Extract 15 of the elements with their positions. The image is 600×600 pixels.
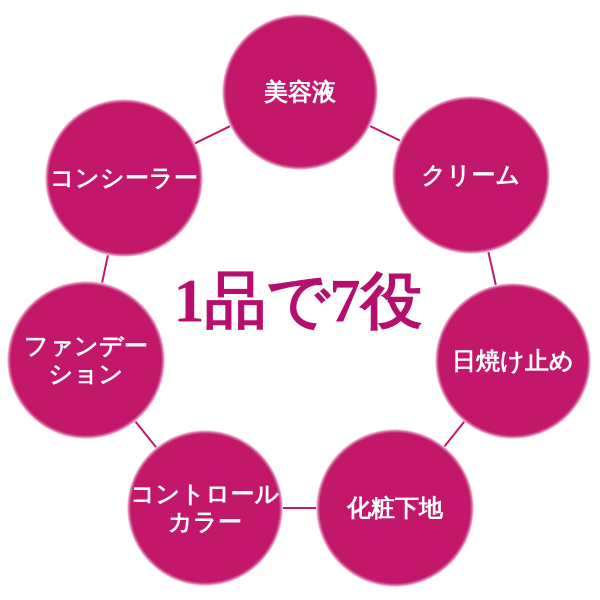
heading: 1品で7役 — [174, 269, 422, 335]
node-label: ファンデーション — [23, 332, 149, 388]
connector-line — [101, 255, 109, 283]
connector-line — [444, 421, 465, 448]
connector-line — [370, 125, 400, 142]
node-label: 化粧下地 — [347, 494, 443, 522]
node-label: コントロールカラー — [130, 480, 280, 536]
connector-line — [487, 252, 497, 286]
connector-line — [194, 125, 230, 144]
node-label: クリーム — [422, 160, 520, 190]
node-label: 美容液 — [264, 78, 336, 106]
connector-line — [283, 507, 316, 509]
connector-line — [134, 420, 157, 448]
node-label: 日焼け止め — [452, 346, 574, 376]
node-label: コンシーラー — [50, 164, 198, 192]
